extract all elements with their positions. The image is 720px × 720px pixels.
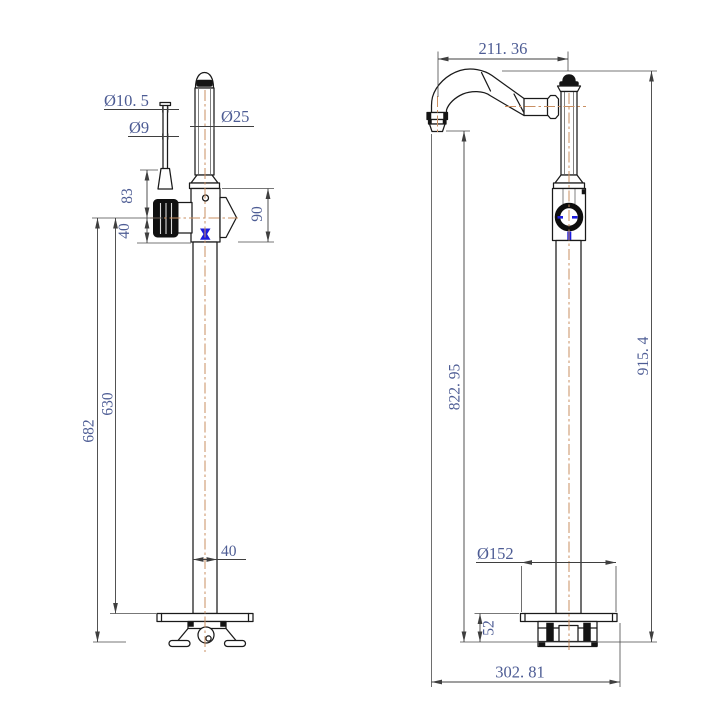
spout-joint xyxy=(480,71,492,92)
mount-lug xyxy=(583,622,591,642)
inlet-fitting-detail xyxy=(205,635,212,642)
side-view-faucet xyxy=(426,68,618,652)
base-screw xyxy=(188,621,194,627)
mount-lug xyxy=(546,622,554,642)
inlet-fitting xyxy=(197,626,215,644)
side-view: 211. 36 915. 4 822. 95 Ø152 52 302. 8 xyxy=(426,39,657,687)
dim-label-base-height: 52 xyxy=(481,620,498,636)
mount-foot xyxy=(591,642,598,647)
dim-label-base-diameter: Ø152 xyxy=(477,544,514,563)
lever-taper xyxy=(157,167,174,190)
mount-foot xyxy=(538,642,546,647)
dim-label-body-height: 90 xyxy=(249,206,266,222)
aerator-knurl xyxy=(428,119,432,125)
bracket-foot xyxy=(223,639,247,648)
base-screw xyxy=(220,621,226,627)
dim-label-outlet-height: 822. 95 xyxy=(447,364,464,411)
body-screw xyxy=(581,189,586,195)
finial-collar xyxy=(556,85,582,93)
center-mark xyxy=(557,216,563,219)
front-view: Ø10. 5 Ø9 Ø25 83 40 90 xyxy=(81,71,274,652)
dim-label-pipe-diameter: 40 xyxy=(221,543,237,560)
front-view-faucet xyxy=(150,71,254,652)
dim-label-height-to-base: 630 xyxy=(100,392,117,416)
dim-label-lever-rise: 83 xyxy=(119,188,136,204)
aerator-tip xyxy=(428,123,446,133)
dim-label-overall-depth: 302. 81 xyxy=(495,663,545,682)
dim-label-height-to-handle: 682 xyxy=(81,419,98,442)
aerator-knurl xyxy=(426,112,432,120)
dim-label-spout-reach: 211. 36 xyxy=(479,39,528,58)
dim-label-spout-dia: Ø25 xyxy=(221,107,249,126)
dim-label-lever-top-dia: Ø10. 5 xyxy=(104,91,149,110)
bracket-leg xyxy=(225,627,237,642)
dim-label-lever-dia: Ø9 xyxy=(129,118,149,137)
lever-cap xyxy=(159,101,172,107)
bracket-leg xyxy=(177,627,189,642)
aerator-knurl xyxy=(443,112,448,120)
finial-ring xyxy=(559,81,579,87)
spout-joint xyxy=(513,93,525,113)
dim-label-overall-height: 915. 4 xyxy=(635,336,652,375)
center-mark xyxy=(572,216,578,219)
finial-knurl-band xyxy=(196,79,213,87)
bracket-foot xyxy=(168,639,191,648)
front-view-dimensions: Ø10. 5 Ø9 Ø25 83 40 90 xyxy=(81,91,274,643)
side-view-dimensions: 211. 36 915. 4 822. 95 Ø152 52 302. 8 xyxy=(431,39,657,687)
aerator-knurl xyxy=(442,119,447,125)
finial-knob xyxy=(562,74,576,82)
spout-curve xyxy=(430,68,525,117)
dim-label-outlet-offset: 40 xyxy=(116,223,133,239)
